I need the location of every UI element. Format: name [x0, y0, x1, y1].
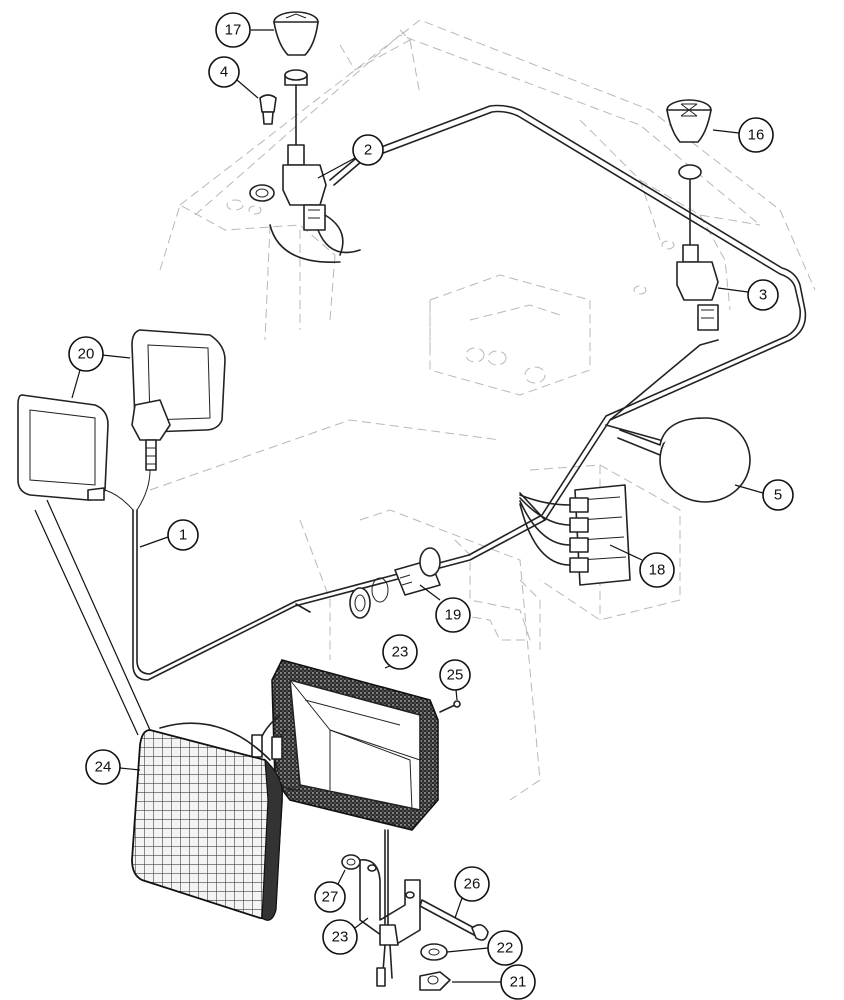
- work-light-assembly: [131, 659, 489, 991]
- svg-text:27: 27: [322, 889, 339, 906]
- callout-19: 19: [419, 584, 471, 633]
- svg-text:26: 26: [464, 876, 481, 893]
- svg-text:19: 19: [445, 607, 462, 624]
- callout-18: 18: [609, 544, 675, 588]
- svg-text:3: 3: [759, 287, 767, 304]
- callout-17: 17: [215, 12, 274, 48]
- svg-text:24: 24: [95, 759, 112, 776]
- callout-2: 2: [317, 134, 384, 179]
- callout-23-top: 23: [382, 634, 418, 670]
- machine-body-outline: [149, 19, 816, 801]
- svg-text:4: 4: [220, 64, 228, 81]
- callout-20: 20: [68, 336, 131, 399]
- horn: [617, 417, 751, 503]
- callout-1: 1: [139, 519, 199, 551]
- svg-text:17: 17: [225, 22, 242, 39]
- light-switch-rear: [666, 99, 719, 331]
- callout-21: 21: [452, 964, 536, 1000]
- svg-text:20: 20: [78, 346, 95, 363]
- svg-text:21: 21: [510, 974, 527, 991]
- svg-text:23: 23: [392, 644, 409, 661]
- callout-27: 27: [314, 869, 346, 913]
- light-switch-front: [249, 11, 361, 263]
- relay-block: [519, 484, 631, 586]
- callout-16: 16: [712, 117, 774, 153]
- svg-text:2: 2: [364, 142, 372, 159]
- svg-text:18: 18: [649, 562, 666, 579]
- svg-text:22: 22: [497, 940, 514, 957]
- power-socket: [349, 547, 441, 619]
- callout-22: 22: [446, 930, 523, 966]
- svg-text:16: 16: [748, 127, 765, 144]
- svg-text:23: 23: [332, 929, 349, 946]
- callout-4: 4: [208, 56, 259, 99]
- svg-text:5: 5: [774, 487, 782, 504]
- callout-23-bracket: 23: [322, 917, 369, 955]
- work-light-pair: [17, 329, 226, 501]
- svg-text:1: 1: [179, 527, 187, 544]
- callout-24: 24: [85, 749, 141, 785]
- callout-25: 25: [439, 659, 471, 701]
- wiring-harness: [104, 104, 807, 681]
- callout-26: 26: [454, 866, 490, 919]
- callout-3: 3: [717, 279, 779, 311]
- callout-5: 5: [734, 479, 794, 511]
- svg-text:25: 25: [447, 667, 464, 684]
